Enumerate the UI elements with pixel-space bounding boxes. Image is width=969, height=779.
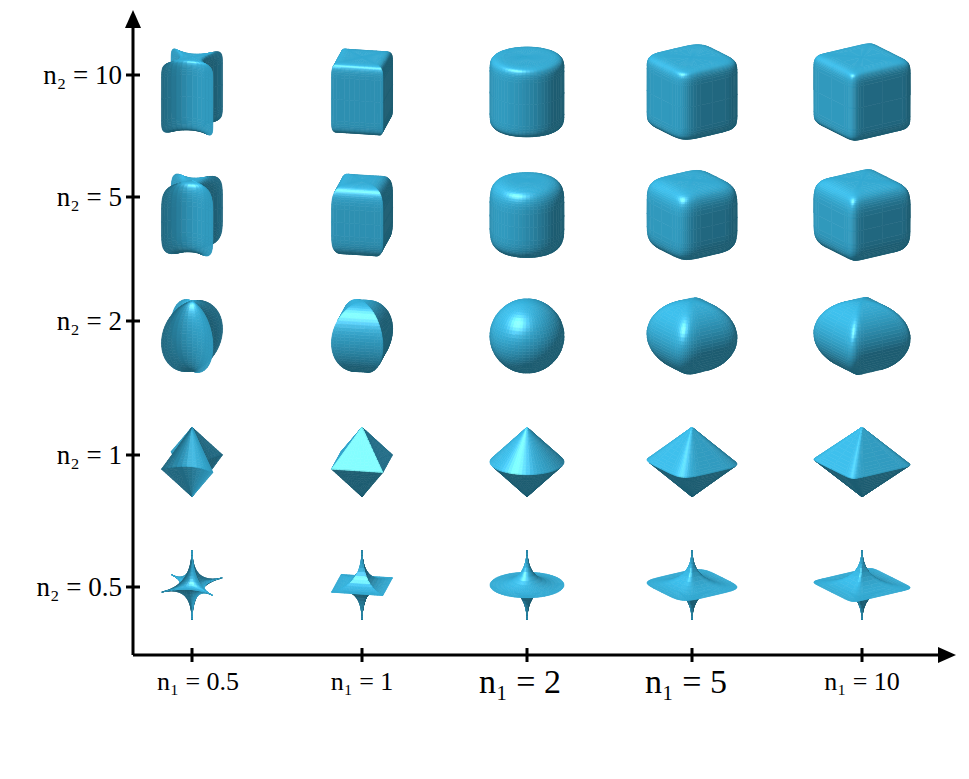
- shape-facet: [171, 75, 176, 97]
- shape-facet: [334, 99, 337, 121]
- superquadric-shape: [331, 49, 392, 135]
- shape-facet: [336, 78, 340, 100]
- shape-facet: [365, 70, 370, 71]
- shape-facet: [382, 78, 383, 81]
- shape-facet: [370, 70, 374, 71]
- shape-facet: [202, 77, 206, 100]
- shape-facet: [161, 121, 162, 124]
- shape-facet: [187, 63, 192, 64]
- shape-facet: [197, 97, 202, 120]
- shape-facet: [378, 102, 381, 124]
- shape-facet: [187, 96, 192, 118]
- shape-facet: [187, 75, 192, 97]
- shape-facet: [167, 97, 171, 119]
- shape-facet: [350, 69, 355, 70]
- shape-facet: [176, 96, 181, 118]
- shape-facet: [171, 97, 176, 119]
- shape-facet: [349, 100, 354, 122]
- shape-facet: [378, 81, 381, 103]
- shape-facet: [209, 79, 211, 102]
- shape-facet: [382, 124, 383, 127]
- shape-facet: [334, 75, 337, 78]
- shape-facet: [354, 79, 359, 101]
- shape-facet: [370, 80, 374, 102]
- shape-facet: [365, 80, 370, 102]
- shape-facet: [161, 74, 162, 77]
- shape-facet: [378, 77, 381, 80]
- shape-facet: [334, 78, 337, 100]
- shape-facet: [164, 76, 167, 98]
- shape-facet: [374, 102, 378, 124]
- shape-facet: [336, 75, 340, 78]
- superquadric-shape: [161, 49, 222, 135]
- shape-facet: [161, 77, 162, 99]
- shape-facet: [217, 85, 220, 107]
- shape-facet: [334, 121, 337, 124]
- shape-facet: [360, 101, 365, 123]
- shape-facet: [181, 118, 186, 121]
- shape-facet: [181, 75, 186, 97]
- shape-facet: [365, 101, 370, 123]
- shape-facet: [341, 68, 345, 69]
- shape-facet: [374, 80, 378, 102]
- shape-facet: [163, 66, 164, 67]
- shape-facet: [167, 76, 171, 98]
- shape-facet: [382, 81, 383, 103]
- shape-facet: [382, 102, 383, 124]
- shape-facet: [206, 99, 209, 122]
- shape-facet: [360, 79, 365, 101]
- shape-facet: [354, 101, 359, 123]
- shape-facet: [214, 86, 217, 109]
- shape-facet: [344, 78, 349, 100]
- shape-facet: [181, 96, 186, 118]
- shape-facet: [212, 70, 213, 71]
- shape-facet: [202, 98, 206, 121]
- shape-facet: [197, 76, 202, 99]
- shape-facet: [349, 79, 354, 101]
- shape-facet: [340, 100, 344, 122]
- shape-facet: [340, 78, 344, 100]
- shape-facet: [217, 64, 220, 86]
- shape-facet: [181, 72, 186, 75]
- shape-facet: [344, 100, 349, 122]
- shape-facet: [161, 99, 162, 121]
- shape-facet: [192, 97, 197, 119]
- shape-facet: [214, 65, 217, 88]
- shape-facet: [192, 75, 197, 97]
- shape-facet: [206, 78, 209, 101]
- shape-facet: [374, 124, 378, 127]
- shape-facet: [355, 69, 360, 70]
- shape-facet: [336, 121, 340, 124]
- shape-facet: [176, 75, 181, 97]
- shape-facet: [182, 63, 187, 64]
- shape-facet: [336, 99, 340, 121]
- shape-facet: [370, 102, 374, 124]
- shape-facet: [164, 98, 167, 120]
- shape-facet: [360, 69, 365, 70]
- shape-grid: [161, 44, 910, 620]
- shape-facet: [209, 101, 211, 124]
- shape-facet: [378, 124, 381, 127]
- shape-facet: [374, 77, 378, 80]
- shape-facet: [177, 63, 182, 64]
- shape-facet: [345, 68, 350, 69]
